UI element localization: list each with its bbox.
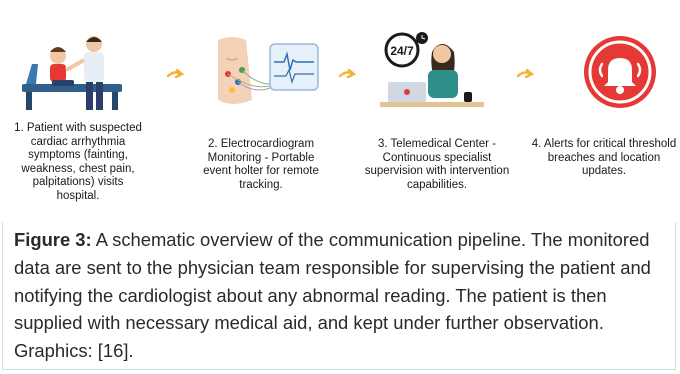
arrow-1-icon [166, 68, 184, 79]
patient-exam-icon [22, 36, 122, 110]
pipeline-figure: 24/7 1. Patient with suspected cardiac a… [14, 32, 677, 202]
caption-label: Figure 3: [14, 229, 92, 250]
step-2-text: 2. Electrocardiogram Monitoring - Portab… [203, 138, 319, 191]
caption-text: A schematic overview of the communicatio… [14, 229, 651, 362]
arrow-2-icon [338, 68, 356, 79]
figure-caption: Figure 3: A schematic overview of the co… [14, 226, 674, 365]
clock-label: 24/7 [390, 44, 414, 58]
arrow-3-icon [516, 68, 534, 79]
step-4-text: 4. Alerts for critical threshold breache… [531, 138, 677, 178]
step-3-text: 3. Telemedical Center - Continuous speci… [364, 138, 510, 191]
step-1-text: 1. Patient with suspected cardiac arrhyt… [14, 122, 142, 202]
telemedical-operator-icon: 24/7 [380, 32, 484, 107]
ecg-holter-icon [218, 37, 319, 104]
alarm-bell-icon [584, 36, 656, 108]
